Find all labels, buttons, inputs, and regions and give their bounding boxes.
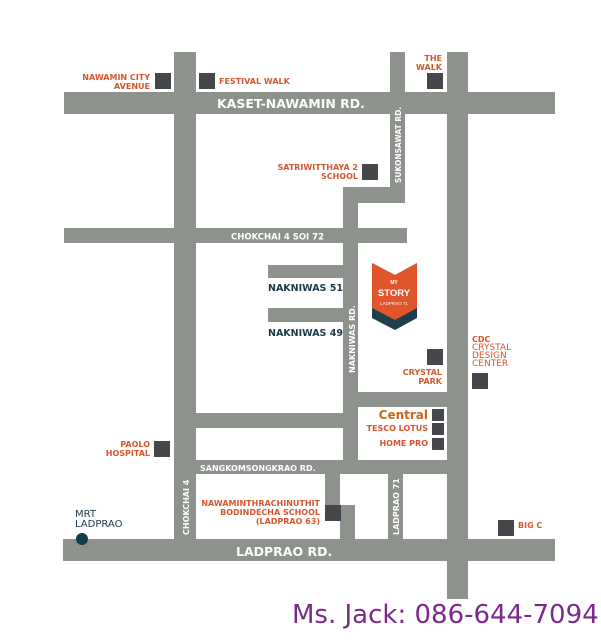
nakniwas-road [343, 187, 358, 474]
side-road [358, 392, 448, 407]
label-central: Central [379, 408, 428, 422]
marker-mrt-ladprao [76, 533, 88, 545]
marker-the-walk [427, 73, 443, 89]
sukonsawat-jog [343, 187, 405, 203]
label-kaset-nawamin: KASET-NAWAMIN RD. [217, 96, 365, 111]
label-bigc: BIG C [518, 521, 542, 530]
logo-my: MY [390, 280, 398, 286]
marker-nawamin-city [155, 73, 171, 89]
nakniwas-51-road [268, 265, 344, 278]
soi-ladprao-63 [325, 474, 340, 506]
label-festival-walk: FESTIVAL WALK [219, 77, 291, 86]
marker-satriwitthaya [362, 164, 378, 180]
label-ladprao-71: LADPRAO 71 [392, 478, 401, 535]
my-story-logo: MY STORY LADPRAO 71 [372, 263, 417, 330]
contact-phone: Ms. Jack: 086-644-7094 [292, 600, 599, 630]
marker-festival-walk [199, 73, 215, 89]
ladprao-71-road [388, 474, 403, 541]
marker-paolo [154, 441, 170, 457]
chokchai-4-road [174, 52, 196, 542]
label-nakniwas-51: NAKNIWAS 51 [268, 283, 343, 294]
markers [76, 73, 514, 545]
road-labels: KASET-NAWAMIN RD. SUKONSAWAT RD. CHOKCHA… [182, 96, 403, 559]
marker-bigc [498, 520, 514, 536]
logo-story: STORY [378, 288, 411, 299]
marker-central [432, 409, 444, 421]
chokchai-soi72-road [64, 228, 407, 243]
label-tesco: TESCO LOTUS [367, 424, 429, 433]
logo-top-shape [372, 263, 417, 320]
label-nakniwas-rd: NAKNIWAS RD. [348, 305, 357, 373]
soi-ladprao-63 [340, 505, 355, 541]
label-sangkomsongkrao: SANGKOMSONGKRAO RD. [200, 464, 316, 473]
label-nakniwas-49: NAKNIWAS 49 [268, 328, 343, 339]
the-walk-road [447, 52, 468, 599]
sangkomsongkrao-road [196, 460, 448, 474]
label-homepro: HOME PRO [379, 439, 428, 448]
label-ladprao-rd: LADPRAO RD. [236, 544, 332, 559]
label-chokchai-4: CHOKCHAI 4 [182, 479, 191, 535]
label-chokchai-soi72: CHOKCHAI 4 SOI 72 [231, 233, 324, 243]
sukonsawat-road [390, 52, 405, 203]
label-sukonsawat: SUKONSAWAT RD. [394, 107, 403, 183]
nakniwas-49-road [268, 308, 344, 322]
marker-cdc [472, 373, 488, 389]
marker-crystal-park [427, 349, 443, 365]
logo-ladprao71: LADPRAO 71 [380, 301, 408, 306]
marker-tesco [432, 423, 444, 435]
marker-homepro [432, 438, 444, 450]
marker-school [325, 505, 341, 521]
ladprao-road [63, 539, 555, 561]
side-road [196, 413, 344, 428]
